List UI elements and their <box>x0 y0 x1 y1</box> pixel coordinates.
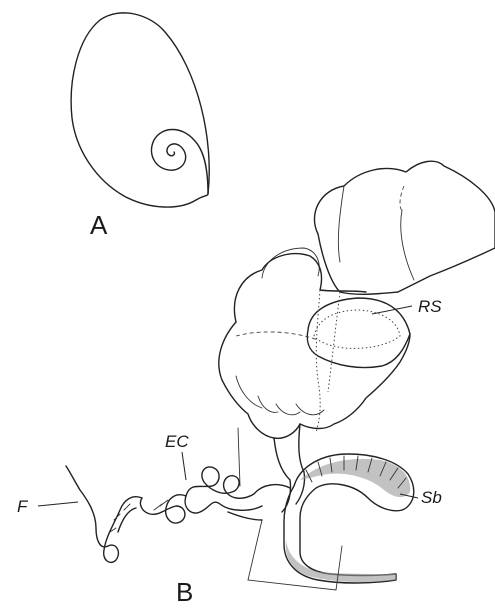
ec-leader-line <box>182 452 186 480</box>
f-label: F <box>17 497 29 516</box>
flagellum <box>66 466 142 562</box>
panel-b-label: B <box>176 577 193 607</box>
sb-label: Sb <box>421 488 442 507</box>
ec-label: EC <box>165 432 189 451</box>
panel-a-label: A <box>90 210 108 240</box>
rs-label: RS <box>418 297 442 316</box>
rs-structure <box>307 298 410 368</box>
ec-coiled-duct <box>140 467 290 523</box>
shell-outline <box>71 13 209 207</box>
sb-structure <box>248 454 414 590</box>
f-leader-line <box>38 502 78 506</box>
